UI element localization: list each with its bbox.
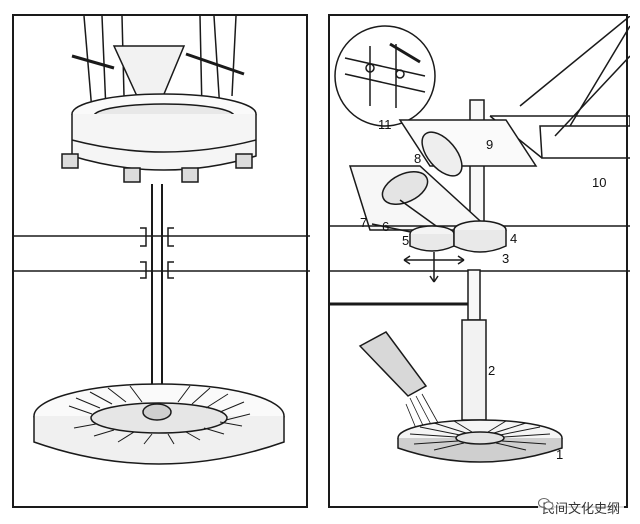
label-6: 6 xyxy=(382,219,390,234)
label-9: 9 xyxy=(486,137,494,152)
left-diagram-panel xyxy=(12,14,310,508)
label-7: 7 xyxy=(360,215,368,230)
left-mechanism-drawing xyxy=(14,16,310,465)
right-mechanism-drawing xyxy=(330,16,630,463)
support-rod xyxy=(101,16,107,112)
label-11: 11 xyxy=(378,117,392,132)
millstone-drum xyxy=(71,114,257,171)
label-5: 5 xyxy=(402,233,410,248)
label-10: 10 xyxy=(592,175,607,190)
watermark-text: 民间文化史纲 xyxy=(541,502,620,517)
support-rod xyxy=(231,16,237,97)
label-8: 8 xyxy=(414,151,422,166)
wechat-icon xyxy=(537,498,554,510)
detail-inset-circle xyxy=(334,25,436,127)
right-diagram-panel: 1 2 3 4 5 6 7 8 9 10 11 xyxy=(328,14,630,508)
support-rod xyxy=(83,16,93,112)
watermark: 民间文化史纲 xyxy=(537,497,624,518)
label-1: 1 xyxy=(556,447,564,462)
label-4: 4 xyxy=(510,231,518,246)
label-2: 2 xyxy=(488,363,496,378)
label-3: 3 xyxy=(502,251,510,266)
